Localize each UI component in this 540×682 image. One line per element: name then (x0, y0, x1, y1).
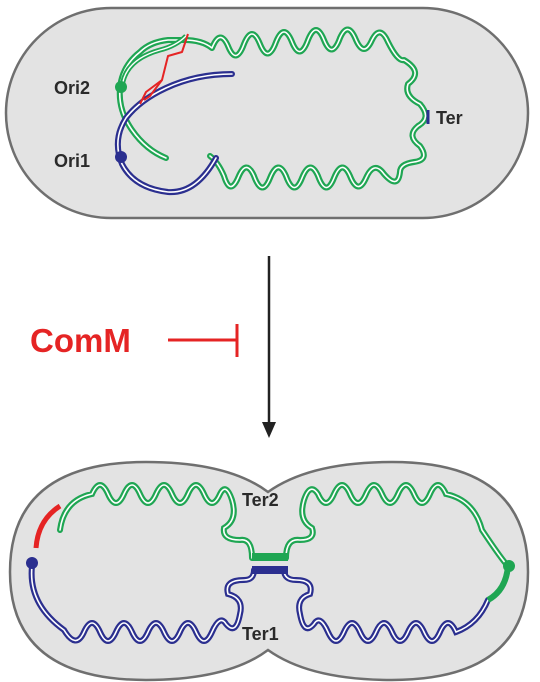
comm-inhibitor: ComM (30, 322, 239, 359)
ori1-label: Ori1 (54, 151, 90, 171)
ori2-label: Ori2 (54, 78, 90, 98)
top-cell: Ori2 Ori1 Ter (4, 6, 530, 220)
top-red-strand (139, 33, 189, 105)
ori2-dot (115, 81, 127, 93)
arrow-head (262, 422, 276, 438)
bottom-left-ori-dot (26, 557, 38, 569)
ori1-dot (115, 151, 127, 163)
ter-label: Ter (436, 108, 463, 128)
ter2-label: Ter2 (242, 490, 279, 510)
bottom-cell: Ter2 Ter1 (8, 460, 530, 682)
bottom-left-red-strand (33, 503, 62, 549)
ter1-label: Ter1 (242, 624, 279, 644)
comm-label: ComM (30, 322, 131, 359)
ter1-bar (252, 566, 288, 574)
transition-arrow (262, 256, 276, 438)
ter2-bar (252, 553, 288, 561)
bottom-right-ori-dot (503, 560, 515, 572)
